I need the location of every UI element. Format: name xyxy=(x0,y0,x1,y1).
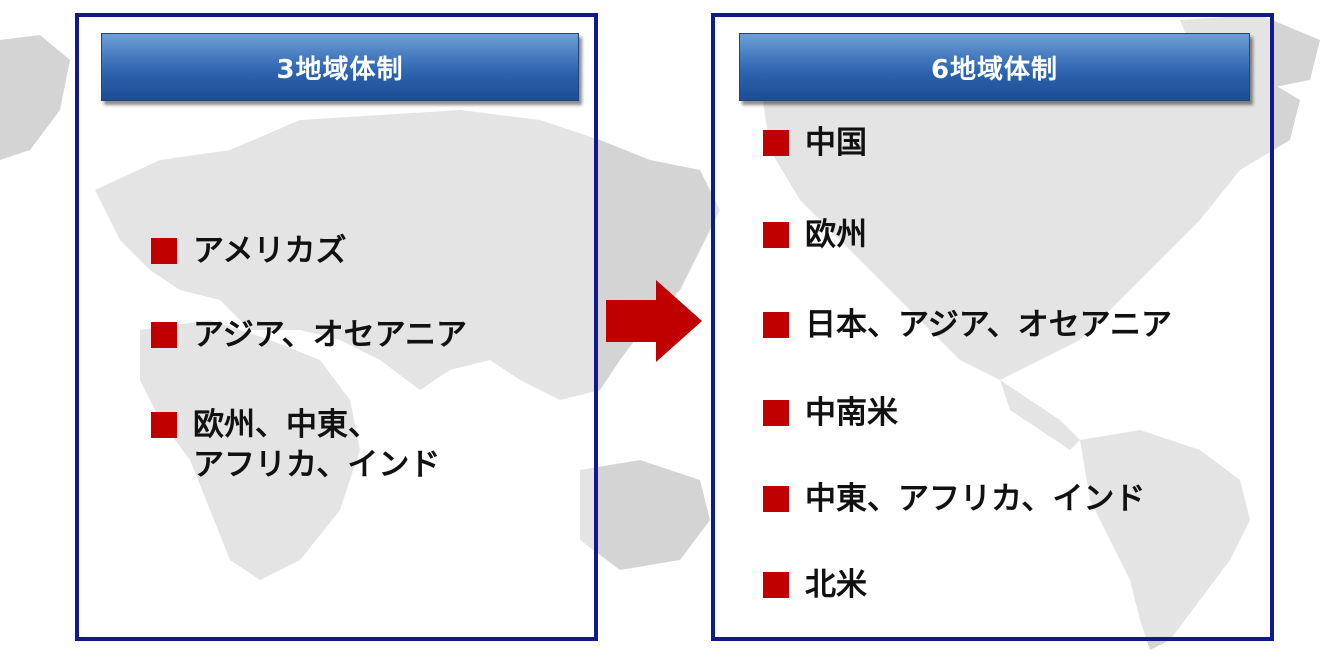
list-item-europe: 欧州 xyxy=(763,215,867,255)
red-square-bullet-icon xyxy=(763,400,789,426)
list-item-label: 欧州、中東、 アフリカ、インド xyxy=(193,407,441,483)
map-landmass-australia xyxy=(580,460,710,570)
list-item-label: アジア、オセアニア xyxy=(193,317,468,353)
map-landmass-central-america xyxy=(1000,380,1080,450)
red-square-bullet-icon xyxy=(151,412,177,438)
list-item-label: 中南米 xyxy=(805,395,898,431)
map-landmass-west-edge xyxy=(0,35,70,160)
list-item-label: アメリカズ xyxy=(193,233,347,269)
list-item-europe-mideast-africa-india: 欧州、中東、 アフリカ、インド xyxy=(151,405,440,485)
list-item-label: 中国 xyxy=(805,125,867,161)
red-square-bullet-icon xyxy=(763,222,789,248)
map-landmass-south-america xyxy=(1080,430,1250,650)
red-square-bullet-icon xyxy=(151,322,177,348)
list-item-japan-asia-oceania: 日本、アジア、オセアニア xyxy=(763,305,1172,345)
map-landmass-japan xyxy=(640,220,668,300)
list-item-north-america: 北米 xyxy=(763,565,867,605)
list-item-label: 日本、アジア、オセアニア xyxy=(805,307,1173,343)
red-square-bullet-icon xyxy=(763,312,789,338)
red-square-bullet-icon xyxy=(763,572,789,598)
map-landmass-north-america xyxy=(760,40,1300,380)
list-item-label: 欧州 xyxy=(805,217,867,253)
list-item-label: 北米 xyxy=(805,567,867,603)
list-item-americas: アメリカズ xyxy=(151,231,346,271)
list-item-mideast-africa-india: 中東、アフリカ、インド xyxy=(763,479,1145,519)
panel-three-region-system: 3地域体制 アメリカズ アジア、オセアニア 欧州、中東、 アフリカ、インド xyxy=(75,13,598,641)
list-item-label: 中東、アフリカ、インド xyxy=(805,481,1146,517)
list-item-china: 中国 xyxy=(763,123,867,163)
map-landmass-africa xyxy=(140,320,360,580)
red-square-bullet-icon xyxy=(763,130,789,156)
right-arrow-icon xyxy=(606,280,702,362)
panel-six-region-system: 6地域体制 中国 欧州 日本、アジア、オセアニア 中南米 中東、アフリカ、インド… xyxy=(711,13,1274,641)
map-landmass-eurasia xyxy=(95,110,720,400)
red-square-bullet-icon xyxy=(763,486,789,512)
panel-title-six-region: 6地域体制 xyxy=(739,33,1250,101)
panel-title-three-region: 3地域体制 xyxy=(101,33,579,101)
list-item-latin-america: 中南米 xyxy=(763,393,898,433)
red-square-bullet-icon xyxy=(151,238,177,264)
list-item-asia-oceania: アジア、オセアニア xyxy=(151,315,467,355)
